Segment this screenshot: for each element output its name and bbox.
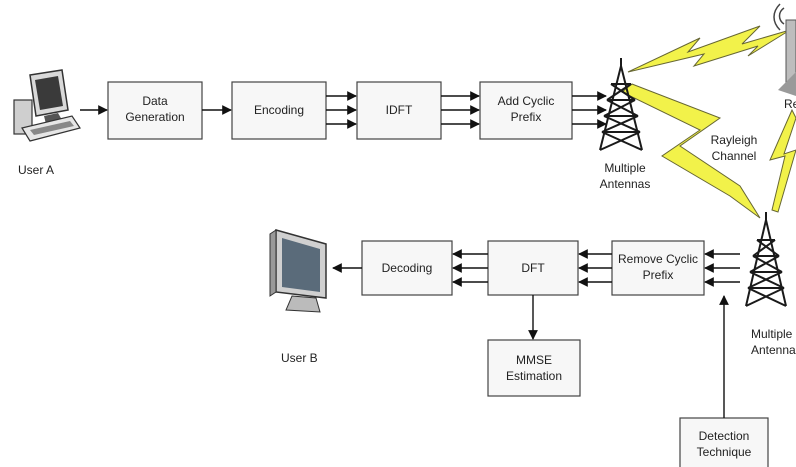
remove-cyclic-prefix-label-2: Prefix [643, 268, 674, 282]
relay-tower-icon [773, 3, 796, 96]
tx-antennas-label-1: Multiple [604, 161, 646, 175]
remove-cyclic-prefix-block: Remove Cyclic Prefix [611, 240, 705, 296]
rayleigh-channel-label-2: Channel [712, 149, 757, 163]
detection-technique-label-1: Detection [699, 429, 750, 443]
relay-label: Re [784, 97, 796, 111]
lightning-bolt-icon [769, 108, 796, 213]
decoding-label: Decoding [382, 261, 433, 275]
encoding-label: Encoding [254, 103, 304, 117]
user-a-label: User A [18, 163, 54, 177]
mmse-estimation-label-1: MMSE [516, 353, 552, 367]
add-cyclic-prefix-label-1: Add Cyclic [498, 94, 555, 108]
dft-block: DFT [487, 240, 579, 296]
decoding-block: Decoding [361, 240, 453, 296]
data-generation-block: Data Generation [107, 81, 203, 140]
dft-label: DFT [521, 261, 545, 275]
antenna-tower-icon [599, 58, 643, 151]
idft-block: IDFT [356, 81, 442, 140]
add-cyclic-prefix-block: Add Cyclic Prefix [479, 81, 573, 140]
idft-label: IDFT [386, 103, 413, 117]
rx-antennas-label-2: Antenna [751, 343, 796, 357]
detection-technique-label-2: Technique [697, 445, 752, 459]
lightning-bolt-icon [627, 25, 791, 73]
antenna-tower-icon [745, 212, 787, 307]
computer-icon [13, 69, 81, 142]
tx-antennas-label-2: Antennas [600, 177, 651, 191]
rx-arrows [332, 249, 740, 418]
user-b-label: User B [281, 351, 318, 365]
tx-arrows [80, 91, 607, 129]
add-cyclic-prefix-label-2: Prefix [511, 110, 542, 124]
data-generation-label-1: Data [142, 94, 168, 108]
remove-cyclic-prefix-label-1: Remove Cyclic [618, 252, 698, 266]
rx-antennas-label-1: Multiple [751, 327, 793, 341]
mmse-estimation-label-2: Estimation [506, 369, 562, 383]
mmse-estimation-block: MMSE Estimation [487, 339, 581, 397]
encoding-block: Encoding [231, 81, 327, 140]
lightning-bolt-icon [621, 83, 761, 219]
data-generation-label-2: Generation [125, 110, 184, 124]
detection-technique-block: Detection Technique [679, 417, 769, 467]
monitor-icon [269, 229, 327, 313]
rayleigh-channel-label-1: Rayleigh [711, 133, 758, 147]
